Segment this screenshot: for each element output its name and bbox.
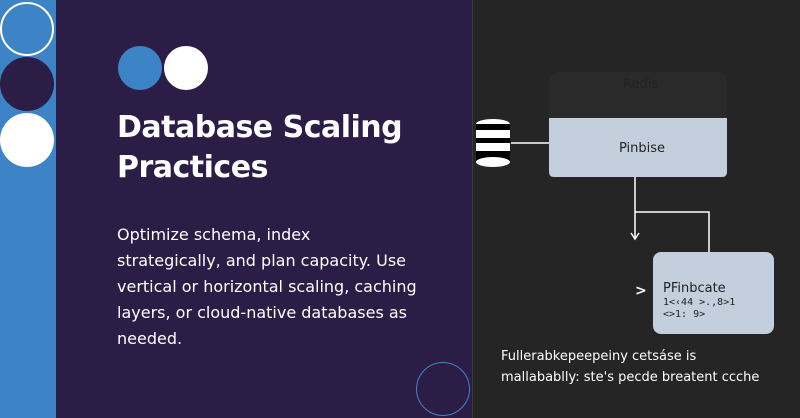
pfinbcate-box [653,252,774,334]
white-dot-decoration [164,46,208,90]
pinbise-box [549,118,727,177]
pinbise-label: Pinbise [619,141,666,156]
diagram-panel: Redis Pinbise > PFinbcate 1<‹44 >.,8>1 <… [472,0,800,418]
down-arrow-icon [630,232,640,241]
pfinbcate-line-1: 1<‹44 >.,8>1 [663,297,736,308]
diagram-caption-line-2: mallabablly: ste's pecde breatent ccche [501,370,760,385]
white-circle-decoration [0,113,54,167]
redis-box-header [549,72,727,118]
pfinbcate-line-2: <>1: 9> [663,309,706,320]
purple-circle-decoration [0,57,54,111]
database-icon [476,119,510,167]
pfinbcate-label: PFinbcate [663,281,726,296]
diagram-caption-line-1: Fullerabkepeepeiny cetsáse is [501,349,697,364]
outline-circle-decoration-bottom [416,362,470,416]
elbow-connector [635,211,710,252]
redis-label: Redis [623,77,659,92]
left-decorative-strip [0,0,56,418]
blue-dot-decoration [118,46,162,90]
architecture-diagram [476,72,774,334]
slide-title: Database Scaling Practices [117,110,403,185]
chevron-right-icon: > [635,283,647,299]
slide-description: Optimize schema, index strategically, an… [117,225,417,348]
outline-circle-decoration [0,2,54,56]
